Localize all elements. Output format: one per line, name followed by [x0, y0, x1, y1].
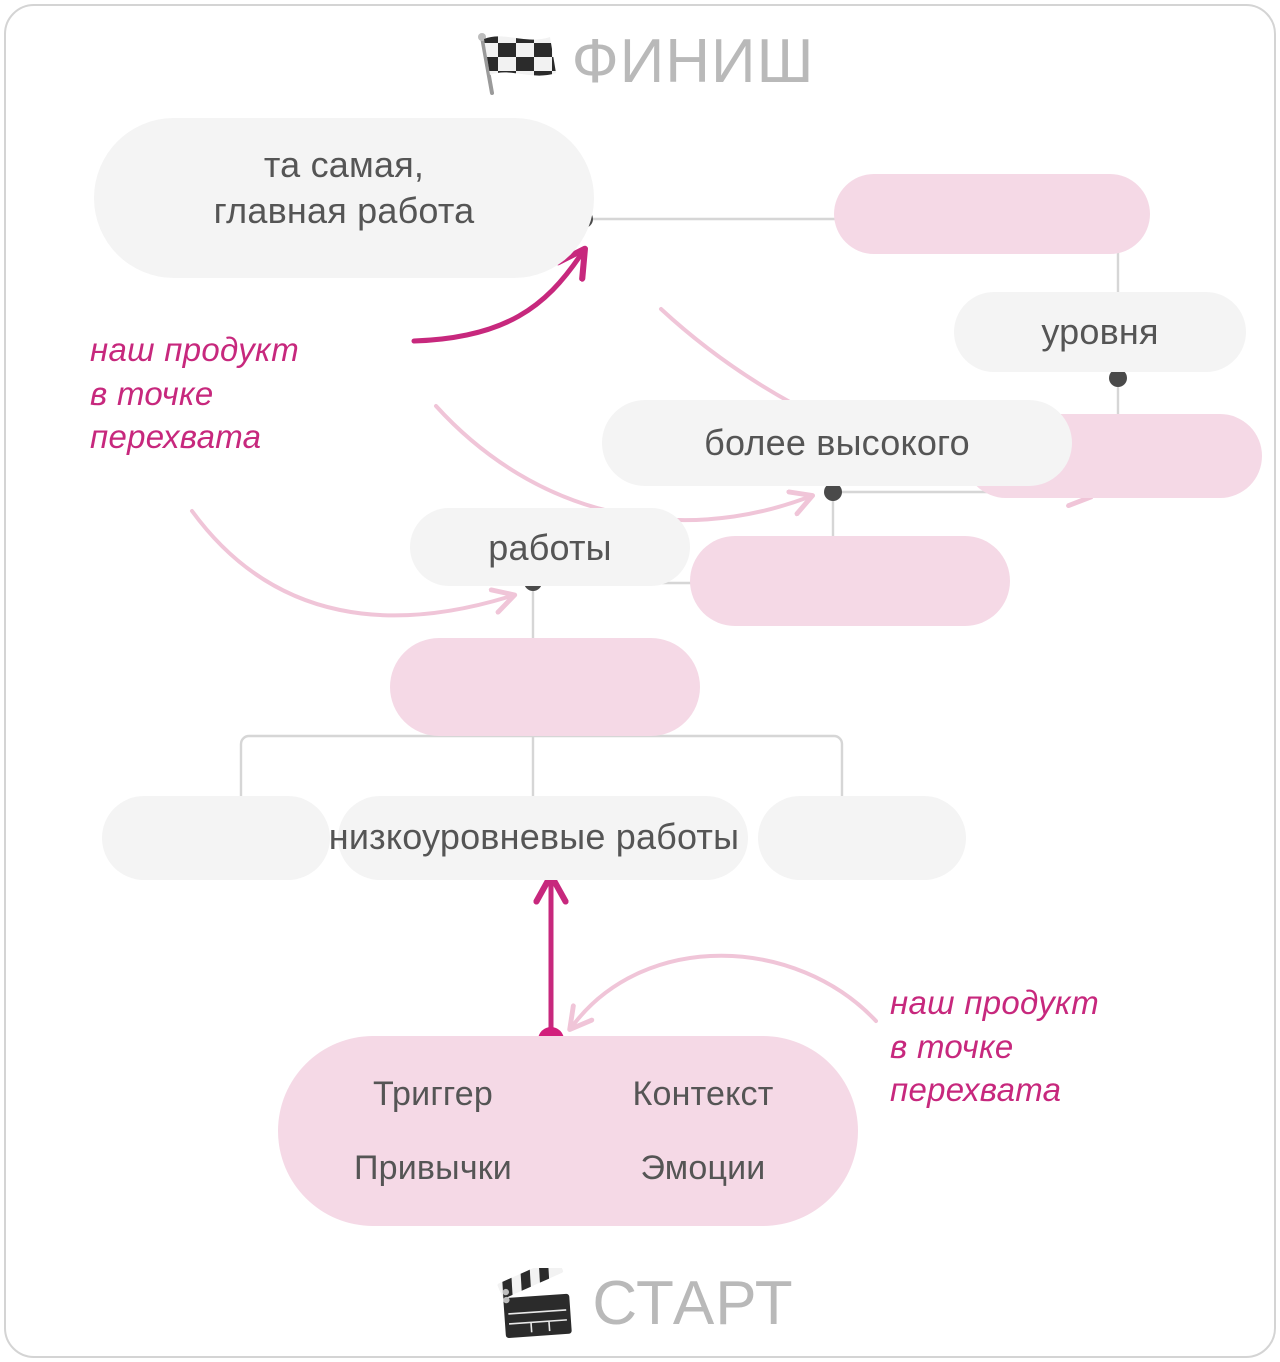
finish-label: ФИНИШ [571, 27, 815, 96]
pink-pill-center-mid [690, 536, 1010, 626]
diagram-card: ФИНИШ та самая, главная работа уровня бо… [4, 4, 1276, 1358]
pink-pill-top-right [834, 174, 1150, 254]
box-level[interactable] [954, 292, 1246, 372]
cell-trigger: Триггер [372, 1075, 494, 1114]
label-main-job: та самая, главная работа [213, 144, 475, 232]
pink-pill-lower-center [390, 638, 700, 736]
start-footer: СТАРТ [6, 1258, 1274, 1350]
label-jobs: работы [488, 527, 612, 568]
labels-layer: ФИНИШ та самая, главная работа уровня бо… [6, 6, 1274, 1356]
finish-header: ФИНИШ [6, 16, 1274, 108]
dot-level [1109, 369, 1127, 387]
box-low-level-right[interactable] [758, 796, 966, 880]
label-low-level-jobs: низкоуровневые работы [328, 816, 740, 857]
annotation-top: наш продукт в точке перехвата [90, 331, 300, 456]
arrow-product-intercept-top [411, 256, 580, 344]
annotations-layer: наш продукт в точке перехвата наш продук… [6, 6, 1274, 1356]
label-higher-level: более высокого [704, 422, 970, 463]
box-low-level-center[interactable] [338, 796, 748, 880]
start-label: СТАРТ [592, 1269, 794, 1338]
dot-higher-level [824, 483, 842, 501]
magenta-arrows [411, 256, 580, 1039]
annotation-bottom: наш продукт в точке перехвата [890, 984, 1100, 1109]
triggers-grid: Триггер Контекст Привычки Эмоции [298, 1058, 838, 1206]
cell-emotions: Эмоции [640, 1149, 766, 1188]
arrow-to-jobs [190, 509, 508, 618]
cell-habits: Привычки [353, 1149, 513, 1188]
box-low-level-left[interactable] [102, 796, 330, 880]
boxes-layer [6, 6, 1274, 1356]
box-main-job[interactable] [94, 118, 594, 278]
arrow-to-trigger-dot [574, 953, 878, 1024]
label-level: уровня [1041, 311, 1159, 352]
clapper-board-icon [490, 1258, 582, 1340]
box-higher-level[interactable] [602, 400, 1072, 486]
box-jobs[interactable] [410, 508, 690, 586]
cell-context: Контекст [632, 1075, 774, 1114]
checkered-flag-icon [470, 29, 562, 95]
box-triggers[interactable] [278, 1036, 858, 1226]
